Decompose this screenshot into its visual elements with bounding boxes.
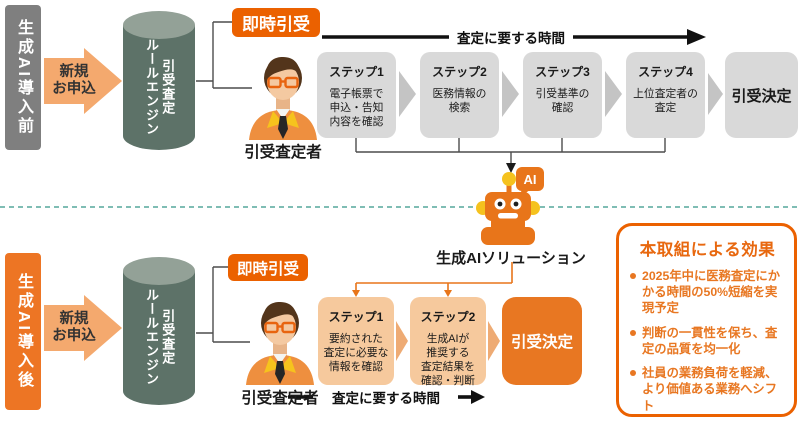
person-icon — [246, 302, 314, 385]
database-cylinder-icon — [123, 11, 195, 150]
underwriter-label-top: 引受査定者 — [244, 144, 322, 161]
ai-solution-label: 生成AIソリューション — [436, 250, 586, 267]
new-application-label-top: 新規 お申込 — [52, 63, 96, 97]
down-arrowhead — [506, 163, 516, 173]
effects-bullet-list: 2025年中に医務査定にかかる時間の50%短縮を実現予定 判断の一貫性を保ち、査… — [629, 268, 786, 414]
effects-bullet: 2025年中に医務査定にかかる時間の50%短縮を実現予定 — [629, 268, 786, 317]
rule-engine-label-top: 引受査定 ルールエンジン — [144, 37, 176, 136]
step-box-1-bottom: ステップ1 要約された 査定に必要な 情報を確認 — [318, 297, 394, 385]
rule-engine-cylinder-bottom: 引受査定 ルールエンジン — [122, 255, 196, 407]
rule-engine-label-bottom: 引受査定 ルールエンジン — [144, 288, 176, 386]
step-box-2-top: ステップ2 医務情報の 検索 — [420, 52, 499, 138]
effects-panel: 本取組による効果 2025年中に医務査定にかかる時間の50%短縮を実現予定 判断… — [616, 223, 797, 417]
effects-bullet: 判断の一貫性を保ち、査定の品質を均一化 — [629, 325, 786, 357]
block-arrow-shape — [44, 295, 122, 361]
top-bracket-lines — [196, 21, 252, 89]
instant-underwriting-badge-top: 即時引受 — [232, 8, 320, 37]
decision-box-bottom: 引受決定 — [502, 297, 582, 385]
instant-underwriting-badge-bottom: 即時引受 — [228, 254, 308, 281]
decision-box-top: 引受決定 — [725, 52, 798, 138]
block-arrow-shape — [44, 48, 122, 114]
step-title: ステップ2 — [420, 310, 476, 324]
bottom-bracket-lines — [196, 266, 250, 343]
new-application-label-bottom: 新規 お申込 — [52, 310, 96, 344]
database-cylinder-icon — [123, 257, 195, 405]
phase-label-before-ai: 生成AI導入前 — [5, 5, 41, 150]
phase-label-after-ai: 生成AI導入後 — [5, 253, 41, 410]
effects-bullet: 社員の業務負荷を軽減、より価値ある業務へシフト — [629, 365, 786, 414]
effects-title: 本取組による効果 — [639, 241, 776, 259]
step-title: ステップ1 — [328, 310, 384, 324]
ai-robot: AI — [469, 167, 553, 247]
assessment-time-label-top: 査定に要する時間 — [449, 28, 573, 46]
step-title: ステップ4 — [638, 65, 693, 79]
underwriter-avatar-top — [247, 52, 319, 140]
step-desc: 医務情報の 検索 — [432, 88, 487, 115]
person-icon — [249, 57, 317, 140]
new-application-arrow-bottom: 新規 お申込 — [44, 295, 122, 361]
underwriter-label-bottom: 引受査定者 — [241, 390, 319, 407]
ai-robot-icon: AI — [476, 167, 544, 245]
step-desc: 生成AIが 推奨する 査定結果を 確認・判断 — [421, 333, 475, 388]
new-application-arrow-top: 新規 お申込 — [44, 48, 122, 114]
step-box-4-top: ステップ4 上位査定者の 査定 — [626, 52, 705, 138]
underwriter-avatar-bottom — [244, 297, 316, 385]
ai-bubble-text: AI — [524, 172, 537, 187]
step-desc: 上位査定者の 査定 — [633, 88, 698, 115]
ai-arrowhead-step1 — [352, 290, 360, 297]
step-title: ステップ2 — [432, 65, 487, 79]
step-desc: 引受基準の 確認 — [535, 88, 590, 115]
step-desc: 要約された 査定に必要な 情報を確認 — [323, 333, 389, 374]
assessment-time-label-bottom: 査定に要する時間 — [318, 389, 454, 406]
rule-engine-cylinder-top: 引受査定 ルールエンジン — [122, 9, 196, 152]
step-box-1-top: ステップ1 電子帳票で 申込・告知 内容を確認 — [317, 52, 396, 138]
step-desc: 電子帳票で 申込・告知 内容を確認 — [329, 88, 384, 129]
step-title: ステップ1 — [329, 65, 384, 79]
step-title: ステップ3 — [535, 65, 590, 79]
ai-to-steps-connectors — [355, 262, 513, 291]
ai-arrowhead-step2 — [444, 290, 452, 297]
step-box-2-bottom: ステップ2 生成AIが 推奨する 査定結果を 確認・判断 — [410, 297, 486, 388]
steps-merge-bracket — [355, 137, 666, 164]
bottom-time-arrow — [288, 390, 485, 404]
step-box-3-top: ステップ3 引受基準の 確認 — [523, 52, 602, 138]
